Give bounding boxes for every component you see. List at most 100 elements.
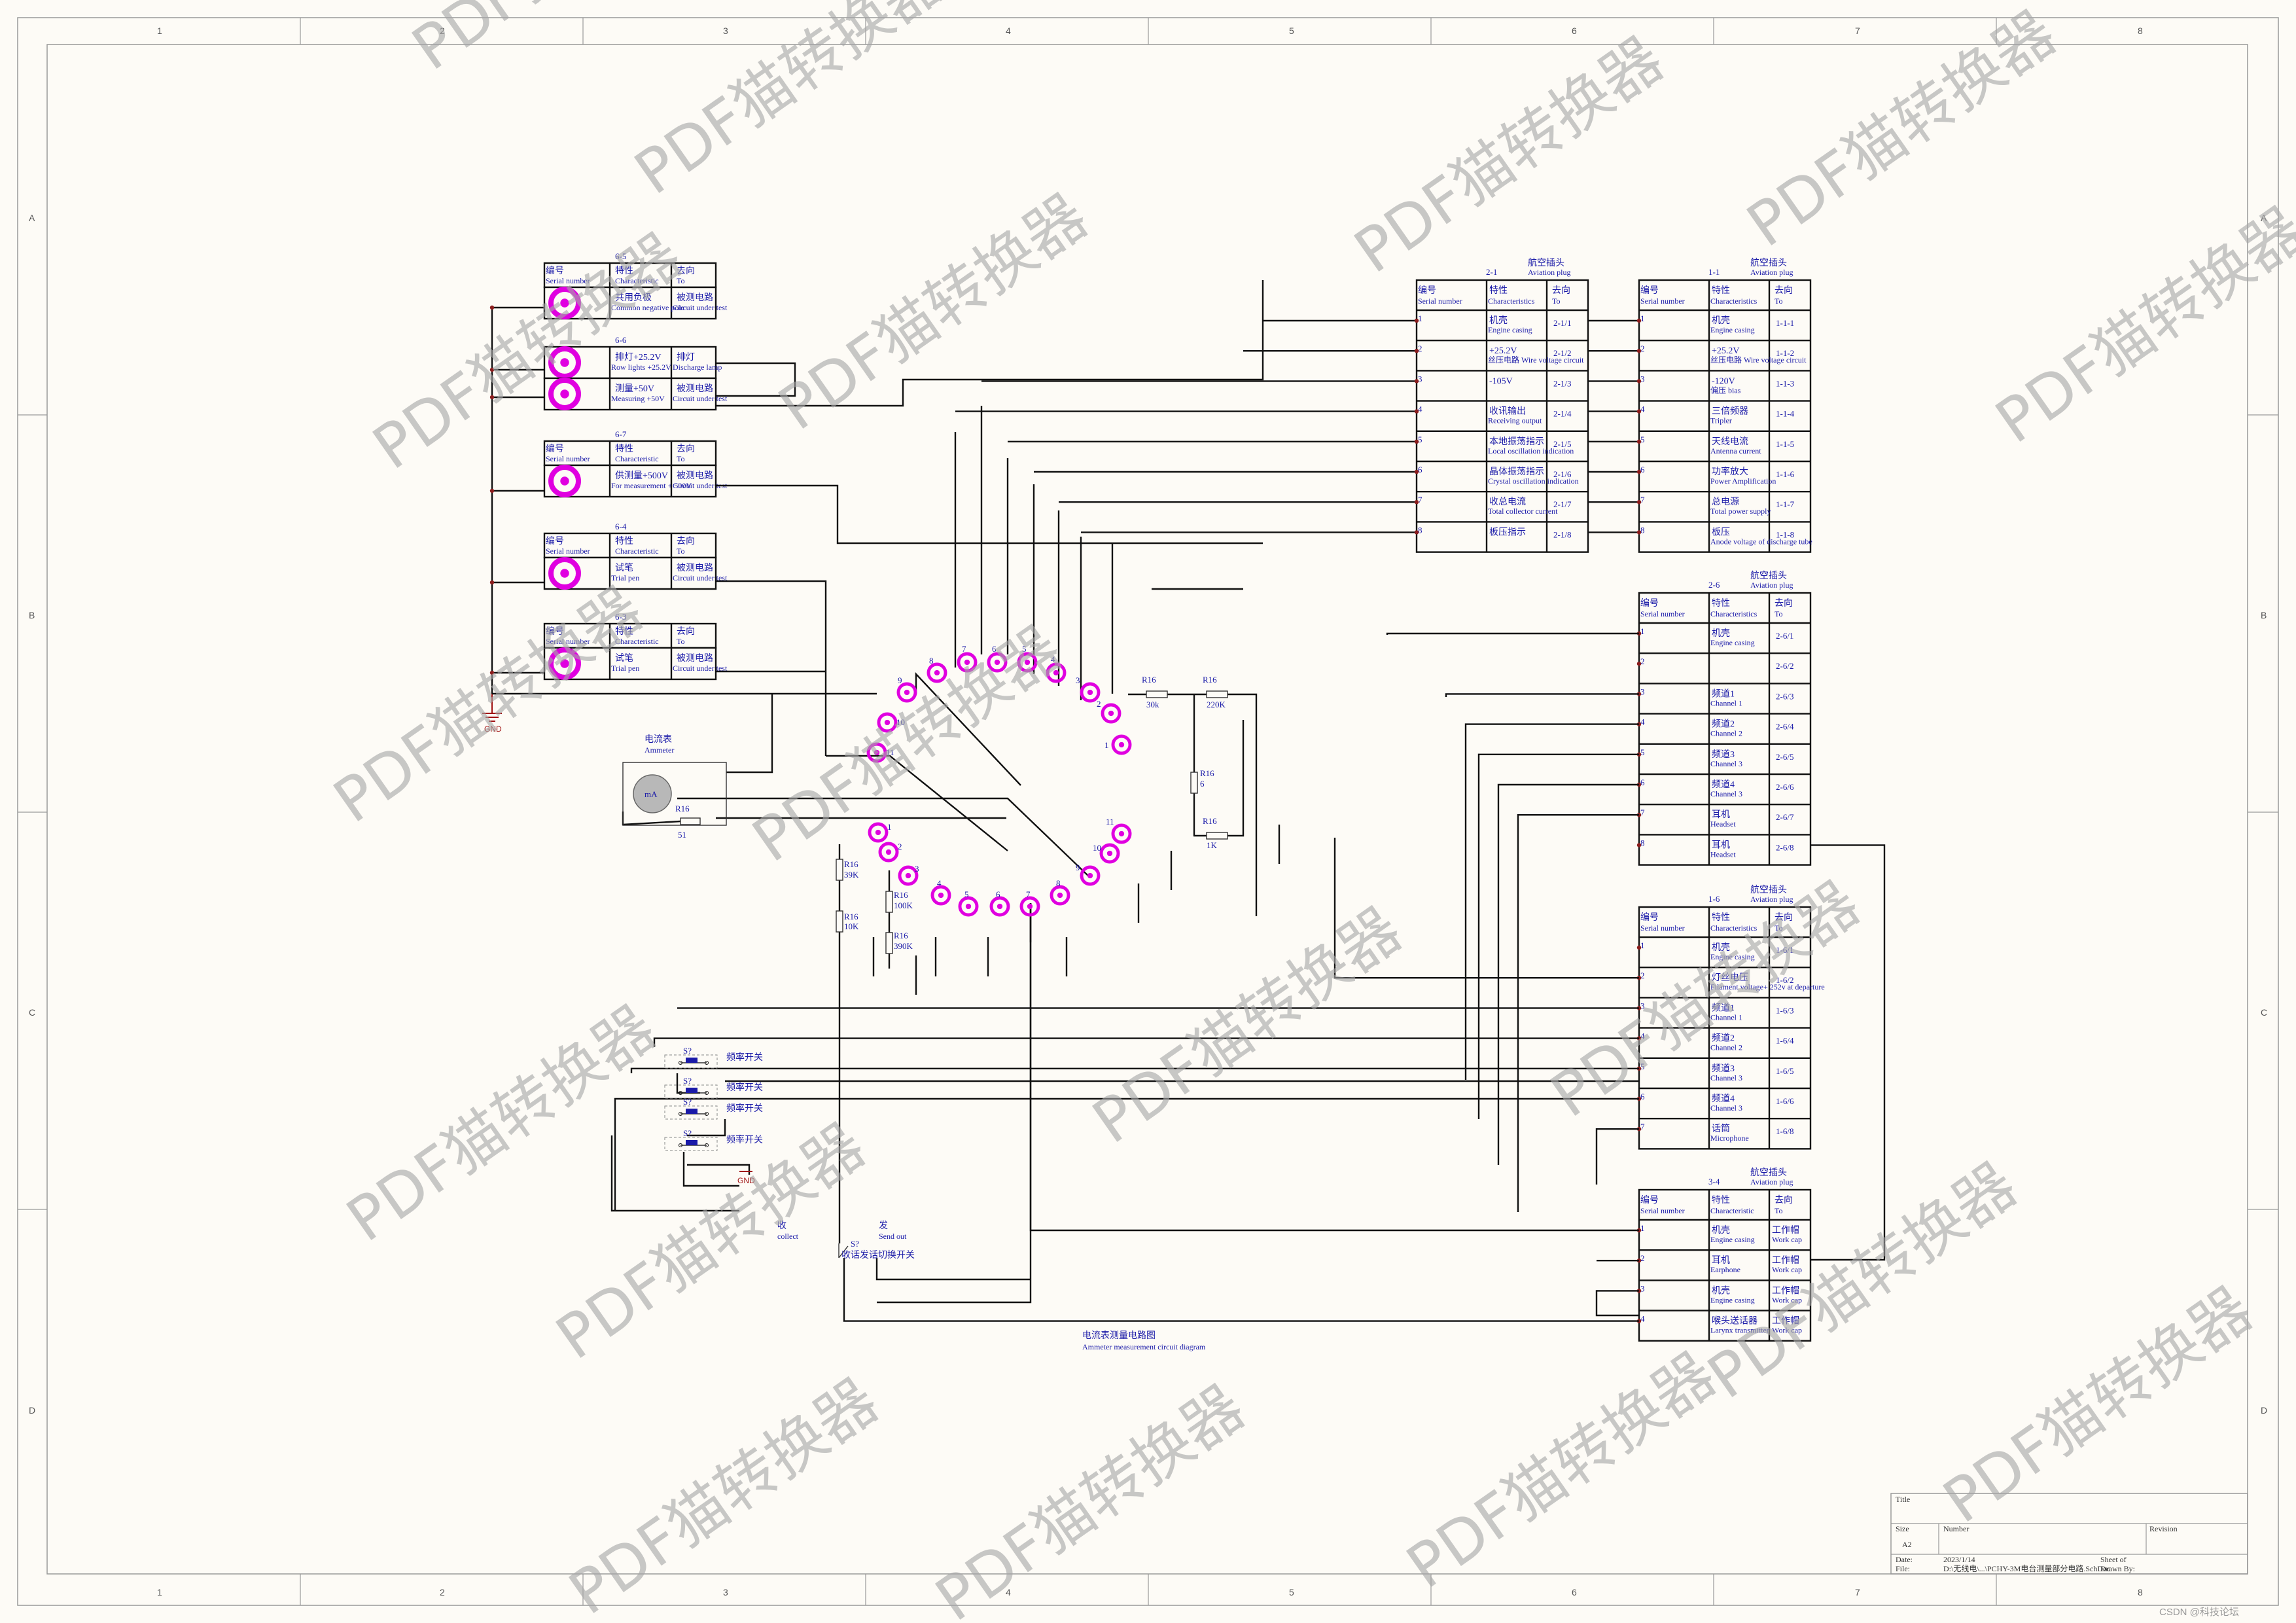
- jack-header-char: 特性: [615, 266, 633, 276]
- junction-dot: [1636, 349, 1642, 353]
- jack-header-no-en: Serial number: [546, 276, 590, 285]
- plug-header-to-en: To: [1775, 923, 1783, 933]
- r390k-ref: R16: [894, 931, 908, 940]
- plug-row-char: 机壳: [1712, 1224, 1730, 1236]
- upper-switch-contact: [1101, 703, 1122, 724]
- lower-contact-label: 5: [964, 889, 969, 899]
- plug-header-no-en: Serial number: [1418, 296, 1462, 306]
- wire: [716, 280, 1264, 407]
- plug-row-to: 2-6/5: [1776, 752, 1793, 762]
- junction-dot: [1636, 945, 1642, 950]
- plug-row-char-en: Channel 3: [1710, 1073, 1742, 1082]
- watermark: PDF猫转换器: [1931, 1274, 2265, 1537]
- plug-row-char-en: Engine casing: [1710, 1295, 1755, 1304]
- plug-header-to: 去向: [1775, 598, 1793, 609]
- zone-col-top: 4: [1006, 26, 1011, 36]
- plug-row-to: 2-1/1: [1553, 318, 1571, 328]
- plug-row-char-en: Engine casing: [1710, 325, 1755, 334]
- plug-row-char-en: Headset: [1710, 849, 1736, 859]
- plug-header-char: 特性: [1712, 285, 1730, 296]
- lower-switch-contact: [1099, 843, 1120, 864]
- junction-dot: [1414, 318, 1419, 323]
- plug-title-en: Aviation plug: [1750, 895, 1793, 904]
- number-label: Number: [1943, 1524, 1969, 1533]
- ammeter-symbol: mA: [645, 789, 658, 799]
- plug-row-char-en: Channel 1: [1710, 1012, 1742, 1022]
- plug-row-to: 2-1/8: [1553, 529, 1571, 539]
- r220k-value: 220K: [1207, 700, 1226, 709]
- zone-row-left: B: [29, 610, 35, 620]
- plug-row-char: 机壳: [1712, 1285, 1730, 1296]
- upper-switch-contact: [927, 662, 947, 683]
- jack-char-en: Measuring +50V: [611, 394, 665, 403]
- plug-row-to: 1-1-7: [1776, 499, 1795, 509]
- upper-contact-label: 7: [962, 644, 966, 654]
- lower-switch-contact: [878, 842, 899, 863]
- plug-title-en: Aviation plug: [1750, 1177, 1793, 1186]
- junction-dot: [1414, 530, 1419, 535]
- lower-contact-label: 8: [1056, 878, 1061, 888]
- plug-row-char-en: 偏压 bias: [1710, 385, 1741, 395]
- junction-dot: [489, 395, 495, 400]
- resistor-group: R16 30k R16 220K R16 6 R16 1K R16 39K R1…: [836, 675, 1228, 954]
- plug-row-char: 话筒: [1712, 1123, 1730, 1134]
- plug-row-char-en: Crystal oscillation indication: [1488, 476, 1579, 486]
- resistor-39k: [836, 859, 843, 881]
- plug-row-char-en: Receiving output: [1488, 416, 1542, 425]
- jack-header-no-en: Serial number: [546, 637, 590, 646]
- plug-title: 航空插头: [1750, 1168, 1787, 1178]
- plug-row-no: 3: [1418, 374, 1422, 383]
- r30k-value: 30k: [1146, 700, 1159, 709]
- jack-to-en: Circuit under test: [673, 394, 728, 403]
- ammeter-label-en: Ammeter: [645, 745, 674, 755]
- watermark: PDF猫转换器: [1080, 894, 1414, 1157]
- r100k-value: 100K: [894, 901, 913, 910]
- upper-contact-label: 8: [929, 656, 934, 666]
- resistor-390k: [885, 932, 893, 954]
- plug-row-char-en: 丝压电路 Wire voltage circuit: [1710, 355, 1807, 365]
- lower-switch-contact: [868, 822, 889, 843]
- junction-dot: [1636, 318, 1642, 323]
- lower-switch-contact: [1080, 865, 1101, 886]
- zone-row-right: A: [2261, 213, 2267, 223]
- plug-row-char: 晶体振荡指示: [1489, 467, 1544, 477]
- date-label: Date:: [1896, 1555, 1913, 1564]
- send-label-cn: 发: [879, 1221, 888, 1231]
- jack-terminal: [548, 346, 581, 379]
- jack-header-to-en: To: [677, 454, 685, 463]
- jack-header-char-en: Characteristic: [615, 276, 659, 285]
- wire: [677, 797, 1090, 878]
- jack-to-en: Discharge lamp: [673, 363, 722, 372]
- freq-switch-ref: S?: [683, 1046, 692, 1056]
- plug-row-char-en: Total power supply: [1710, 507, 1771, 516]
- junction-dot: [1636, 469, 1642, 474]
- plug-row-no: 2: [1640, 344, 1645, 353]
- jack-header-to: 去向: [677, 626, 695, 637]
- plug-row-char-en: Channel 1: [1710, 698, 1742, 707]
- jack-to: 被测电路: [677, 563, 713, 573]
- plug-row-to: 工作帽: [1772, 1316, 1799, 1327]
- upper-contact-label: 4: [1051, 654, 1055, 664]
- plug-row-char: 机壳: [1712, 628, 1730, 639]
- plug-row-to: 2-1/2: [1553, 348, 1571, 358]
- plug-row-no: 1: [1640, 626, 1645, 636]
- plug-header-to: 去向: [1775, 285, 1793, 296]
- revision-label: Revision: [2149, 1524, 2178, 1533]
- resistor-1k: [1206, 832, 1228, 840]
- r220k-ref: R16: [1203, 675, 1217, 685]
- jack-to-en: Circuit under test: [673, 303, 728, 312]
- upper-contact-label: 6: [992, 644, 997, 654]
- junction-dot: [489, 488, 495, 493]
- plug-row-to: 1-6/1: [1776, 945, 1793, 955]
- plug-row-char: 频道2: [1712, 1033, 1735, 1044]
- plug-row-char: 灯丝电压: [1712, 972, 1748, 983]
- zone-col-top: 1: [157, 26, 162, 36]
- drawn-by-label: Drawn By:: [2100, 1564, 2135, 1573]
- zone-col-bottom: 1: [157, 1587, 162, 1597]
- lower-contact-label: 7: [1026, 889, 1031, 899]
- plug-header-char-en: Characteristics: [1488, 296, 1535, 306]
- plug-row-no: 1: [1640, 1223, 1645, 1233]
- lower-switch-contact: [930, 885, 951, 906]
